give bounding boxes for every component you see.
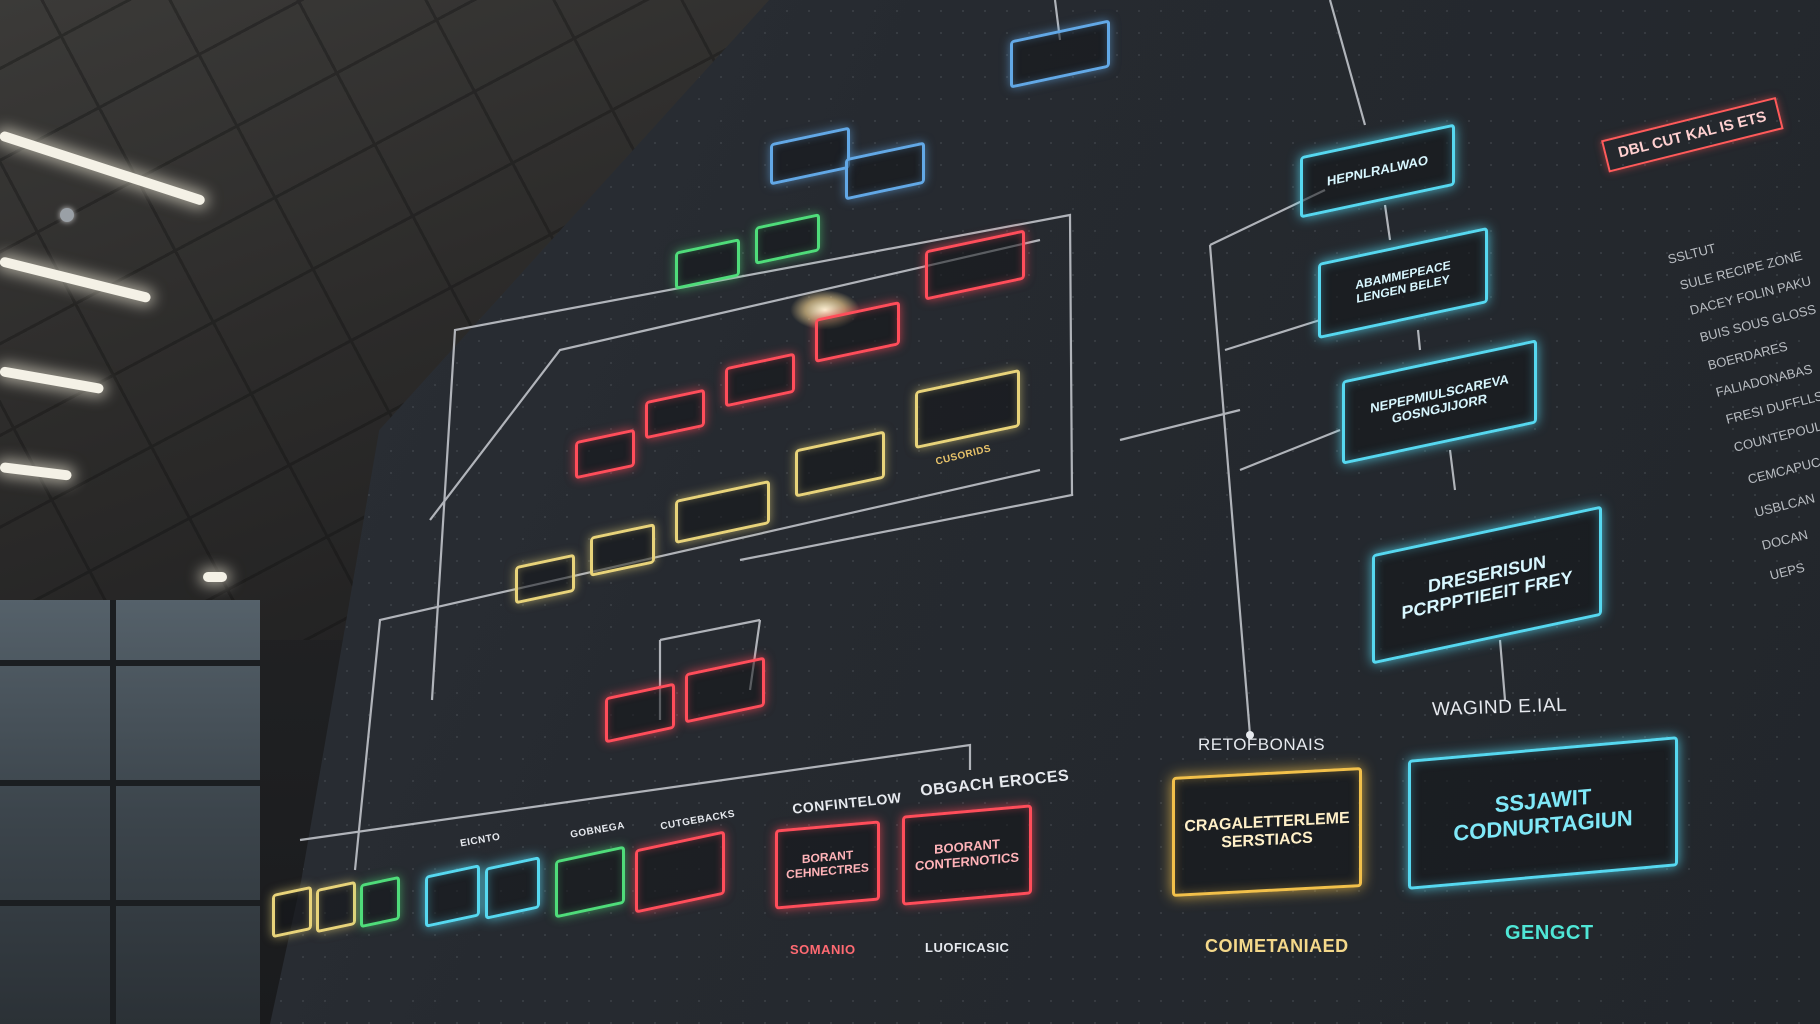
flow-node [360, 875, 400, 929]
junction-dot [1246, 731, 1254, 739]
bottom-bus-line [299, 743, 972, 842]
connector [659, 618, 761, 642]
node-caption: COIMETANIAED [1205, 936, 1349, 956]
node-caption: SOMANIO [790, 942, 856, 957]
connector [1498, 639, 1507, 701]
flow-node-5: SSJAWIT CODNURTAGIUN [1408, 736, 1678, 890]
connector [1448, 449, 1457, 491]
connector [1224, 318, 1321, 352]
connector [1416, 329, 1422, 351]
outer-frame-line [430, 213, 1074, 701]
chain-caption: GENGCT [1505, 922, 1594, 944]
window [0, 600, 260, 1024]
connector [1239, 428, 1341, 472]
inner-line [429, 238, 1041, 521]
ceiling-lamp [60, 208, 74, 222]
flow-node-b: BOORANT CONTERNOTICS [902, 804, 1032, 906]
ceiling-light [203, 572, 227, 582]
flow-node [316, 880, 356, 934]
window-mullion [0, 660, 260, 666]
connector [1383, 204, 1392, 241]
flow-node-a: BORANT CEHNECTRES [775, 820, 880, 910]
window-mullion [0, 780, 260, 786]
connector [1119, 408, 1241, 442]
vertical-trunk [1208, 244, 1252, 736]
lower-frame-line [353, 468, 1041, 871]
chain-label: WAGIND E.IAL [1431, 694, 1568, 721]
window-mullion [110, 600, 116, 1024]
flow-node [272, 885, 312, 939]
node-caption: LUOFICASIC [925, 940, 1010, 955]
connector [1328, 0, 1367, 126]
window-mullion [0, 900, 260, 906]
gold-node: CRAGALETTERLEME SERSTIACS [1172, 767, 1362, 897]
group-label: RETOFBONAIS [1198, 735, 1326, 754]
